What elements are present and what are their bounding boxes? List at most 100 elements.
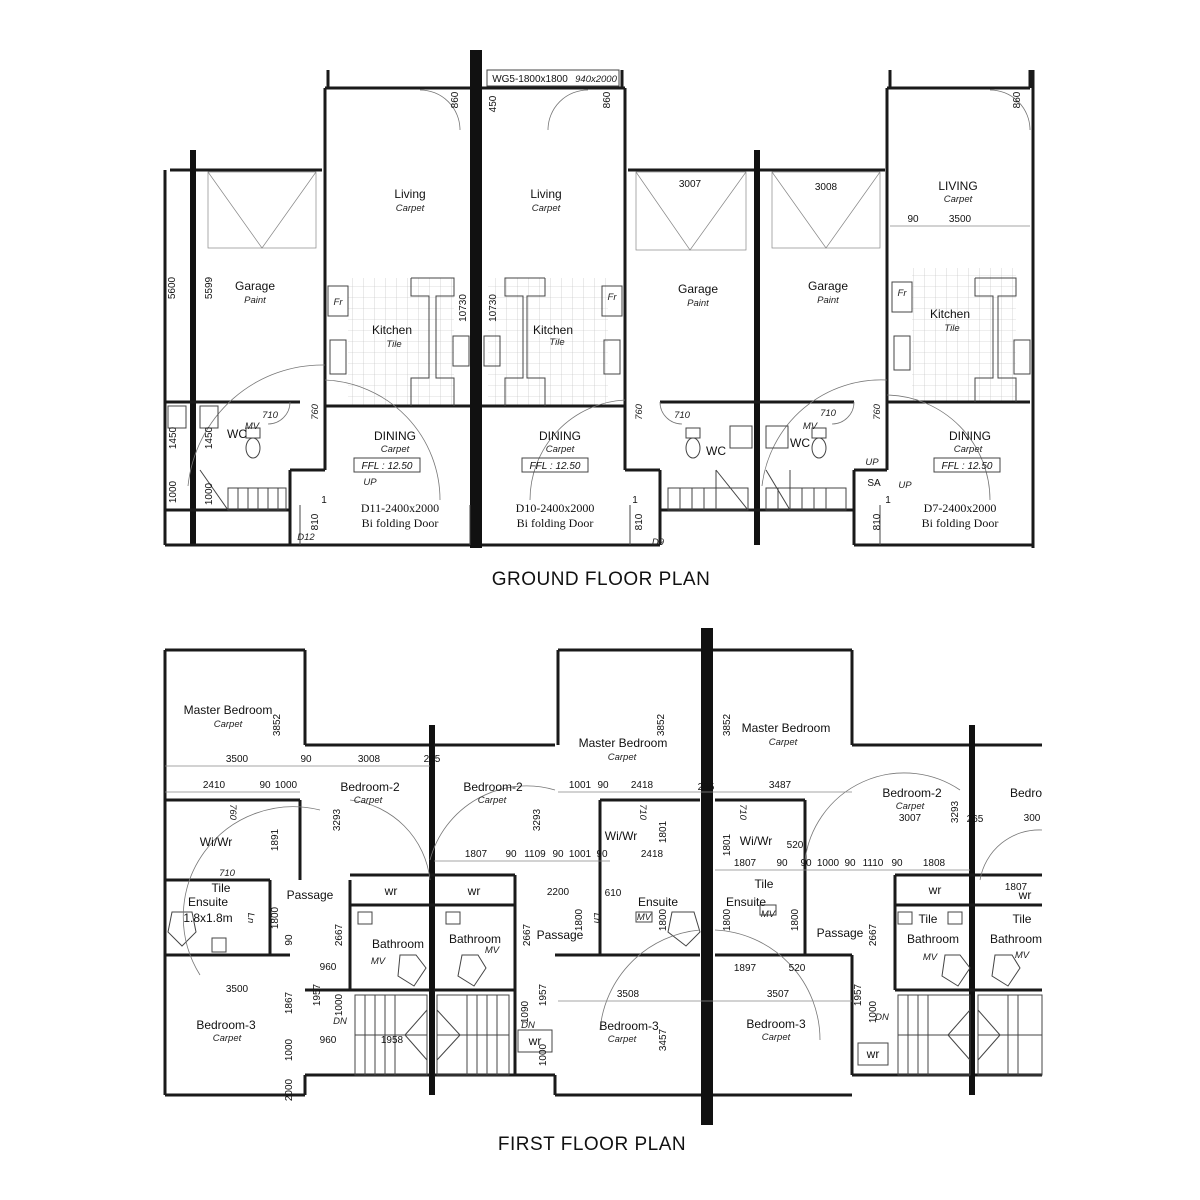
master-bedroom-label-1: Master Bedroom <box>184 703 273 717</box>
mv-first-2: MV <box>485 945 501 956</box>
dim-1000-first-c: 1000 <box>284 1038 295 1061</box>
door-tag-d11: D11-2400x2000 <box>361 501 439 515</box>
dim-1957-b: 1957 <box>538 983 549 1006</box>
wr-label-3: wr <box>928 883 942 897</box>
ground-door-swings <box>187 89 1031 501</box>
tile-label-2: Tile <box>755 877 774 891</box>
dim-1800-e: 1800 <box>790 908 801 931</box>
garage-finish-3: Paint <box>817 295 839 306</box>
walk-in-robe-2: Wi/Wr <box>605 829 637 843</box>
dim-90-first-j: 90 <box>844 858 856 869</box>
bedroom3-label-1: Bedroom-3 <box>196 1018 256 1032</box>
dim-90-first-f: 90 <box>596 849 608 860</box>
garage-label-2: Garage <box>678 282 718 296</box>
kitchen-finish-3: Tile <box>944 323 959 334</box>
dim-610: 610 <box>605 888 622 899</box>
ensuite-size: 1.8x1.8m <box>183 911 232 925</box>
dim-3487: 3487 <box>769 780 792 791</box>
dim-1000-first-a: 1000 <box>275 780 298 791</box>
first-stairs <box>354 994 1043 1076</box>
dim-1958: 1958 <box>381 1035 404 1046</box>
dim-710-a: 710 <box>262 410 279 421</box>
dim-710-b: 710 <box>674 410 691 421</box>
dining-finish-3: Carpet <box>954 444 983 455</box>
dim-760-a: 760 <box>310 403 321 420</box>
master-bedroom-finish-3: Carpet <box>769 737 798 748</box>
ground-floor-plan: WG5-1800x1800 940x2000 Living Carpet Liv… <box>163 50 1035 548</box>
dim-960-b: 960 <box>320 1035 337 1046</box>
dim-2418-b: 2418 <box>641 849 664 860</box>
dim-1807-a: 1807 <box>465 849 488 860</box>
kitchen-finish-2: Tile <box>549 337 564 348</box>
dim-90-first-c: 90 <box>284 934 295 946</box>
wc-label-2: WC <box>706 444 726 458</box>
walk-in-robe-3: Wi/Wr <box>740 834 772 848</box>
dn-label-1: DN <box>333 1016 347 1027</box>
dim-90-first-d: 90 <box>505 849 517 860</box>
wc-fixtures <box>167 405 827 459</box>
kitchen-tile-area-3 <box>912 268 1016 402</box>
tile-label-4: Tile <box>1013 912 1032 926</box>
first-floor-plan: Master Bedroom Carpet Master Bedroom Car… <box>163 628 1043 1125</box>
wr-label-4: wr <box>1018 888 1032 902</box>
dim-1801-b: 1801 <box>722 833 733 856</box>
kitchen-label-2: Kitchen <box>533 323 573 337</box>
dim-90-first-b: 90 <box>259 780 271 791</box>
first-walls <box>163 628 1042 1125</box>
master-bedroom-label-2: Master Bedroom <box>579 736 668 750</box>
living-label-2: Living <box>530 187 561 201</box>
dim-1000-a: 1000 <box>168 480 179 503</box>
dim-3852-c: 3852 <box>722 713 733 736</box>
living-finish-1: Carpet <box>396 203 425 214</box>
first-door-swings <box>182 772 1043 1041</box>
dim-1891: 1891 <box>270 828 281 851</box>
dim-810-c: 810 <box>872 513 883 530</box>
kitchen-tile-area-2 <box>488 278 608 406</box>
dim-1000-first-e: 1000 <box>868 1000 879 1023</box>
up-label-1: UP <box>363 477 377 488</box>
door-type-2: Bi folding Door <box>517 516 594 530</box>
dim-1-b: 1 <box>632 495 638 506</box>
dim-710-first-b: 710 <box>637 804 648 821</box>
dim-1090: 1090 <box>520 1000 531 1023</box>
dim-1897: 1897 <box>734 963 757 974</box>
dim-90-first-i: 90 <box>800 858 812 869</box>
master-bedroom-label-3: Master Bedroom <box>742 721 831 735</box>
living-label-3: LIVING <box>938 179 977 193</box>
dim-1450-a: 1450 <box>168 426 179 449</box>
dim-810-b: 810 <box>634 513 645 530</box>
garage-label-1: Garage <box>235 279 275 293</box>
wc-label-3: WC <box>790 436 810 450</box>
dim-1000-b: 1000 <box>204 482 215 505</box>
bedroom2-finish-1: Carpet <box>354 795 383 806</box>
dining-finish-1: Carpet <box>381 444 410 455</box>
wr-label-2: wr <box>467 884 481 898</box>
dim-5599: 5599 <box>204 276 215 299</box>
dim-265-a: 265 <box>424 754 441 765</box>
dim-90-ground: 90 <box>907 214 919 225</box>
first-floor-title: FIRST FLOOR PLAN <box>498 1134 686 1155</box>
dim-3500-first-a: 3500 <box>226 754 249 765</box>
living-label-1: Living <box>394 187 425 201</box>
fridge-label-1: Fr <box>334 297 344 308</box>
wr-label-1: wr <box>384 884 398 898</box>
dim-90-first-k: 90 <box>891 858 903 869</box>
dim-3500-first-b: 3500 <box>226 984 249 995</box>
dim-1000-first-f: 1000 <box>817 858 840 869</box>
garage-finish-1: Paint <box>244 295 266 306</box>
dim-3457: 3457 <box>658 1028 669 1051</box>
dim-1808: 1808 <box>923 858 946 869</box>
door-tag-d12: D12 <box>297 532 315 543</box>
window-tag: WG5-1800x1800 <box>492 74 568 85</box>
kitchen-label-1: Kitchen <box>372 323 412 337</box>
dim-5600: 5600 <box>167 276 178 299</box>
dim-450: 450 <box>488 95 499 112</box>
dim-1807-b: 1807 <box>734 858 757 869</box>
mv-first-4: MV <box>761 909 777 920</box>
master-bedroom-finish-2: Carpet <box>608 752 637 763</box>
dim-520-a: 520 <box>787 840 804 851</box>
dining-label-3: DINING <box>949 429 991 443</box>
mv-first-6: MV <box>1015 950 1031 961</box>
dim-1957-c: 1957 <box>853 983 864 1006</box>
dim-760-c: 760 <box>872 403 883 420</box>
